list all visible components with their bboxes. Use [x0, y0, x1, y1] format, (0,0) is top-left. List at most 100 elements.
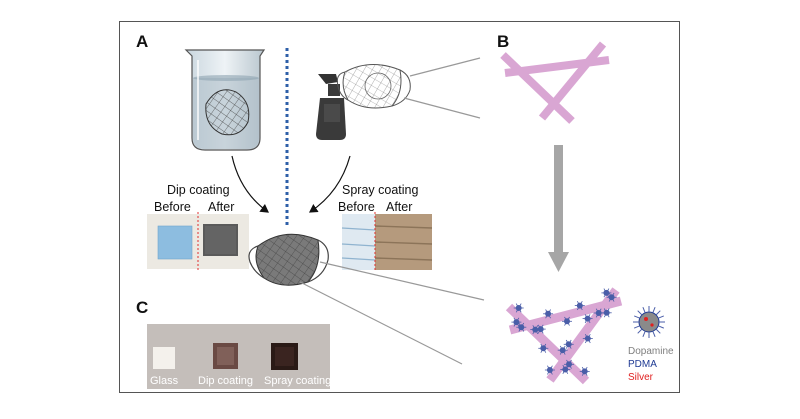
mask-in-beaker-icon	[205, 89, 250, 136]
legend-spike	[655, 310, 661, 316]
nanoparticle-spike	[513, 317, 517, 323]
nanoparticle-spike	[516, 317, 520, 323]
nanoparticle-spike	[532, 325, 536, 330]
nanoparticle-spike	[568, 344, 572, 349]
nanoparticle-spike	[562, 345, 566, 351]
nanoparticle-spike	[587, 318, 591, 324]
nanoparticle-spike	[587, 333, 591, 339]
nanoparticle-spike	[611, 297, 615, 302]
legend-spike	[634, 315, 640, 319]
nanoparticle-spike	[576, 301, 581, 306]
nanoparticle-spike	[564, 316, 568, 322]
nanoparticle-spike	[545, 309, 549, 315]
figure-frame	[119, 21, 680, 393]
nanoparticle-spike	[547, 365, 551, 371]
dip-after-label: After	[208, 200, 234, 214]
nanoparticle-spike	[537, 324, 542, 330]
nanoparticle-spike	[608, 292, 612, 298]
legend-silver: Silver	[628, 372, 654, 383]
down-arrow	[548, 145, 569, 272]
nanoparticle-spike	[603, 312, 608, 318]
sample-label-glass: Glass	[150, 375, 179, 387]
dip-coating-title: Dip coating	[167, 183, 230, 197]
nanoparticle-legend-icon	[633, 306, 665, 338]
nanoparticle-spike	[515, 307, 520, 313]
nanoparticle-spike	[603, 292, 607, 298]
nanoparticle-spike	[549, 365, 553, 371]
sample-label-dip: Dip coating	[198, 375, 253, 387]
nanoparticle-spike	[534, 329, 539, 335]
nanoparticle-spike	[581, 371, 586, 376]
nanoparticle-spike	[579, 305, 583, 311]
samples-photo: Glass Dip coating Spray coating	[147, 324, 331, 389]
nanoparticle-spike	[595, 312, 600, 318]
nanoparticle-spike	[537, 328, 542, 334]
nanoparticle-spike	[584, 333, 589, 339]
nanoparticle-spike	[566, 359, 570, 365]
nanoparticle-spike	[584, 371, 588, 376]
nanoparticle-spike	[518, 303, 522, 309]
glass-sample	[153, 347, 175, 369]
nanoparticle-spike	[549, 369, 553, 375]
legend-spike	[642, 331, 646, 337]
nanoparticle-spike	[565, 344, 570, 349]
nanoparticle-spike	[584, 338, 589, 344]
legend-spike	[655, 328, 661, 334]
nanoparticle-spike	[606, 292, 610, 298]
nanoparticle-spike	[545, 313, 549, 319]
nanoparticle-spike	[540, 348, 544, 353]
nanoparticle-spike	[520, 326, 525, 332]
nanoparticle-clusters	[511, 288, 617, 376]
nanoparticle-spike	[547, 313, 551, 319]
legend-spike	[658, 325, 664, 329]
nanoparticle-spike	[542, 343, 547, 349]
nanoparticle-spike	[562, 364, 566, 370]
spray-coating-photo	[341, 212, 433, 272]
spray-coating-title: Spray coating	[342, 183, 418, 197]
coated-mask-icon	[248, 233, 329, 286]
nanoparticle-spike	[576, 305, 581, 311]
dip-arrow	[231, 155, 269, 213]
legend-spike	[652, 307, 656, 313]
nanoparticle-spike	[540, 328, 544, 334]
nanoparticle-spike	[595, 308, 600, 314]
zoom-line-mask-bottom	[299, 281, 463, 365]
nanoparticle-spike	[584, 314, 588, 319]
panel-label-b: B	[497, 32, 509, 51]
spray-bottle-icon	[316, 74, 346, 140]
nanoparticle-spike	[581, 366, 586, 372]
dip-before-label: Before	[154, 200, 191, 214]
nanoparticle-spike	[518, 326, 522, 332]
nanoparticle-spike	[603, 308, 608, 314]
nanoparticle-spike	[518, 322, 522, 328]
nanoparticle-spike	[516, 321, 520, 327]
legend-spike	[652, 331, 656, 337]
spray-arrow	[309, 155, 351, 213]
nanoparticle-spike	[606, 288, 610, 294]
nanoparticle-spike	[564, 321, 568, 326]
spray-before-label: Before	[338, 200, 375, 214]
mask-spray-target-icon	[336, 64, 411, 109]
nanoparticle-spike	[568, 359, 572, 365]
nanoparticle-spike	[540, 324, 544, 330]
nanoparticle-spike	[603, 288, 607, 294]
nanoparticle-spike	[566, 321, 570, 326]
nanoparticle-spike	[598, 308, 602, 314]
nanoparticle-spike	[547, 369, 551, 375]
beaker-icon	[184, 49, 266, 151]
legend-spike	[642, 307, 646, 313]
nanoparticle-spike	[566, 364, 570, 369]
legend-spike	[658, 315, 664, 319]
nanoparticle-spike	[559, 350, 564, 355]
panel-label-c: C	[136, 298, 148, 317]
legend-spike	[637, 310, 643, 316]
nanoparticle-spike	[562, 369, 566, 375]
nanoparticle-spike	[559, 345, 564, 351]
nanoparticle-spike	[611, 292, 615, 298]
nanoparticle-spike	[562, 350, 566, 355]
zoom-line-mask-top	[319, 261, 485, 301]
dip-coating-photo	[147, 212, 249, 271]
nanoparticle-spike	[598, 312, 602, 318]
zoom-line-bottom	[403, 97, 481, 119]
nanoparticle-spike	[564, 369, 569, 375]
